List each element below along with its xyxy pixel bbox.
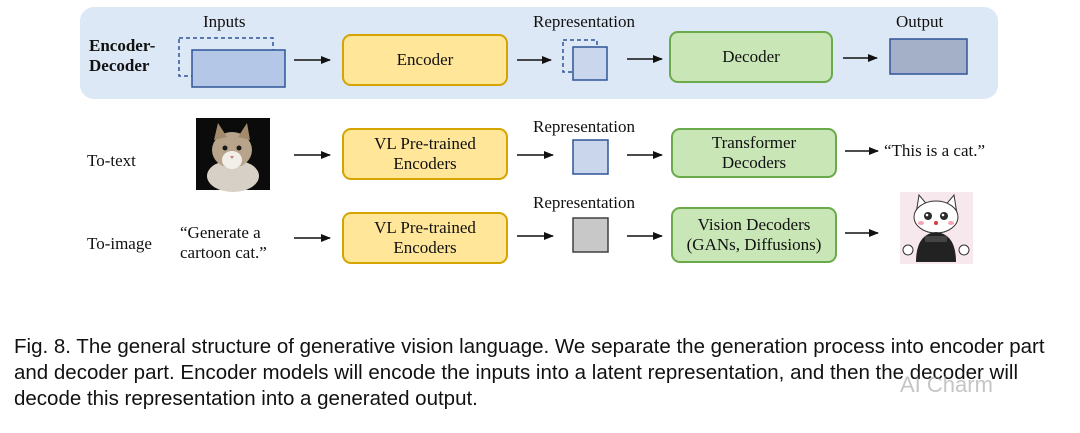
representation-header-row1: Representation bbox=[533, 12, 635, 31]
vl-pretrained-encoders-box-1: VL Pre-trained Encoders bbox=[342, 128, 508, 180]
input-rect bbox=[191, 49, 286, 88]
representation-rect-row3 bbox=[572, 217, 609, 253]
caption-prefix: Fig. 8. bbox=[14, 335, 71, 358]
cat-photo bbox=[196, 118, 270, 192]
row-label-encoder-decoder: Encoder-Decoder bbox=[89, 36, 156, 75]
figure-caption: Fig. 8. The general structure of generat… bbox=[14, 334, 1066, 412]
row-label-to-text: To-text bbox=[87, 151, 136, 170]
representation-header-row2: Representation bbox=[533, 117, 635, 136]
watermark: AI Charm bbox=[900, 372, 993, 397]
text-output: “This is a cat.” bbox=[884, 141, 986, 160]
representation-rect-row1 bbox=[572, 46, 608, 81]
representation-rect-row2 bbox=[572, 139, 609, 175]
caption-body: The general structure of generative visi… bbox=[14, 335, 1045, 410]
output-rect bbox=[889, 38, 968, 75]
vision-decoders-box: Vision Decoders (GANs, Diffusions) bbox=[671, 207, 837, 263]
representation-header-row3: Representation bbox=[533, 193, 635, 212]
encoder-box: Encoder bbox=[342, 34, 508, 86]
output-header: Output bbox=[896, 12, 944, 31]
inputs-header: Inputs bbox=[203, 12, 246, 31]
vl-pretrained-encoders-box-2: VL Pre-trained Encoders bbox=[342, 212, 508, 264]
decoder-box: Decoder bbox=[669, 31, 833, 83]
cartoon-cat-image bbox=[900, 192, 973, 264]
transformer-decoders-box: Transformer Decoders bbox=[671, 128, 837, 178]
row-label-to-image: To-image bbox=[87, 234, 152, 253]
prompt-input: “Generate a cartoon cat.” bbox=[180, 223, 267, 262]
